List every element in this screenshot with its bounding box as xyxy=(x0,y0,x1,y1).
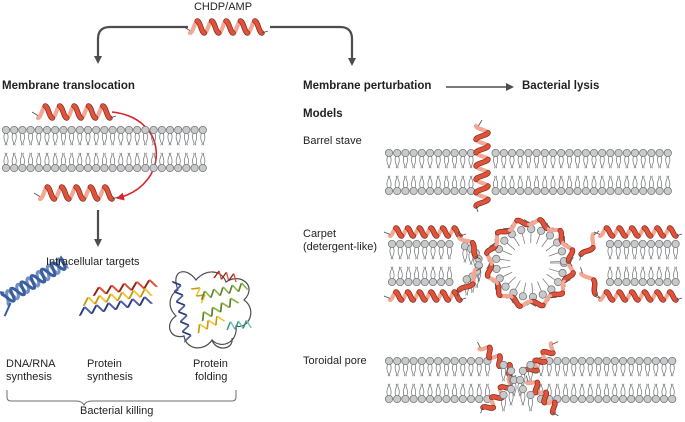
membranes xyxy=(1,125,677,404)
model-label-carpet: Carpet xyxy=(303,228,337,240)
carpet-model xyxy=(383,217,683,309)
target-protein-folding-line2: folding xyxy=(195,371,228,383)
model-label-barrel-stave: Barrel stave xyxy=(303,135,362,147)
killing-bracket xyxy=(6,390,237,407)
toroidal-pore-model xyxy=(477,341,559,417)
target-dna-line2: synthesis xyxy=(6,371,52,383)
bacterial-killing-label: Bacterial killing xyxy=(80,405,154,417)
bacterial-lysis-heading: Bacterial lysis xyxy=(522,80,600,92)
protein-folding-icon xyxy=(168,270,252,349)
model-label-toroidal-pore: Toroidal pore xyxy=(303,355,367,367)
peptide-title: CHDP/AMP xyxy=(193,1,253,13)
target-protein-synthesis-line2: synthesis xyxy=(87,371,133,383)
translocation-red-arrow xyxy=(111,111,158,201)
target-dna-line1: DNA/RNA xyxy=(6,358,56,370)
model-label-carpet-sub: (detergent-like) xyxy=(303,241,377,253)
membrane-perturbation-heading: Membrane perturbation xyxy=(303,80,432,92)
dna-icon xyxy=(0,255,70,317)
target-protein-folding-line1: Protein xyxy=(193,358,228,370)
peptide-helices xyxy=(31,18,491,213)
models-title: Models xyxy=(303,108,343,120)
intracellular-targets-label: Intracellular targets xyxy=(46,256,140,268)
arrow-to-translocation xyxy=(94,25,188,64)
protein-synthesis-icon xyxy=(78,279,159,316)
arrow-to-perturbation xyxy=(270,25,356,66)
membrane-translocation-heading: Membrane translocation xyxy=(2,80,135,92)
target-protein-synthesis-line1: Protein xyxy=(87,358,122,370)
